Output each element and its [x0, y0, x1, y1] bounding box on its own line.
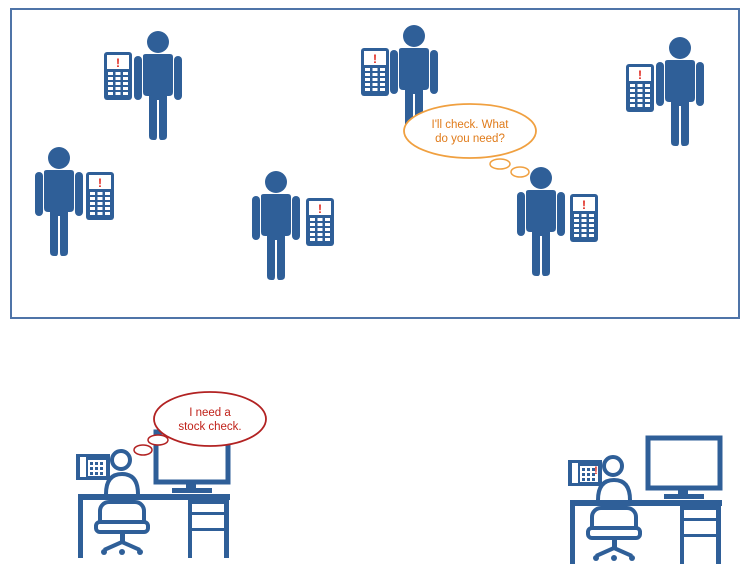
alert-indicator: !: [638, 68, 642, 82]
worker-reply-line-2: do you need?: [435, 133, 505, 145]
warehouse-worker-6: !: [517, 167, 598, 276]
warehouse-worker-2: !: [361, 25, 438, 134]
handheld-scanner-icon: !: [626, 64, 654, 112]
alert-indicator: !: [582, 198, 586, 212]
alert-indicator: !: [318, 202, 322, 216]
handheld-scanner-icon: !: [306, 198, 334, 246]
handheld-scanner-icon: !: [104, 52, 132, 100]
office-request-line-1: I need a: [189, 407, 231, 419]
worker-reply-bubble: I'll check. What do you need?: [403, 103, 537, 178]
office-workstation-right: !: [568, 438, 722, 564]
handheld-scanner-icon: !: [361, 48, 389, 96]
desk-workstation-icon: [76, 432, 230, 558]
alert-indicator: !: [116, 56, 120, 70]
warehouse-worker-1: !: [104, 31, 182, 140]
office-request-bubble: I need a stock check.: [133, 391, 267, 456]
worker-reply-line-1: I'll check. What: [432, 119, 510, 131]
alert-indicator: !: [594, 465, 598, 477]
handheld-scanner-icon: !: [86, 172, 114, 220]
office-workstation-left: [76, 432, 230, 558]
alert-indicator: !: [98, 176, 102, 190]
alert-indicator: !: [373, 52, 377, 66]
warehouse-worker-4: !: [35, 147, 114, 256]
handheld-scanner-icon: !: [570, 194, 598, 242]
warehouse-worker-3: !: [626, 37, 704, 146]
desk-workstation-icon: [568, 438, 722, 564]
office-request-line-2: stock check.: [178, 421, 241, 433]
warehouse-worker-5: !: [252, 171, 334, 280]
